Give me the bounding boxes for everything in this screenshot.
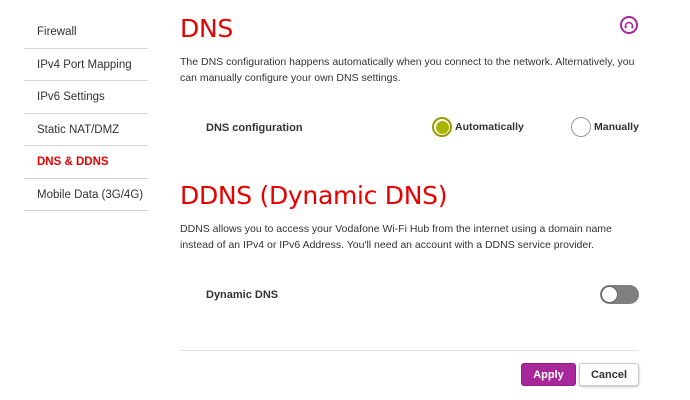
- radio-manually-circle[interactable]: [571, 117, 591, 137]
- sidebar-item-ipv6-settings[interactable]: IPv6 Settings: [24, 81, 148, 114]
- dns-title: DNS: [180, 14, 233, 43]
- sidebar-item-static-nat-dmz[interactable]: Static NAT/DMZ: [24, 114, 148, 146]
- headset-glyph: [624, 21, 634, 29]
- toggle-knob[interactable]: [601, 286, 618, 303]
- radio-selected-dot: [435, 120, 449, 134]
- sidebar-item-ipv4-port-mapping[interactable]: IPv4 Port Mapping: [24, 49, 148, 81]
- dns-configuration-label: DNS configuration: [206, 122, 303, 134]
- main-content: DNS The DNS configuration happens automa…: [180, 0, 650, 400]
- radio-automatically-circle[interactable]: [432, 117, 452, 137]
- sidebar-item-dns-ddns[interactable]: DNS & DDNS: [24, 146, 148, 179]
- help-icon[interactable]: [620, 16, 638, 34]
- dns-description: The DNS configuration happens automatica…: [180, 56, 635, 84]
- radio-manually-label: Manually: [594, 121, 639, 133]
- ddns-description: DDNS allows you to access your Vodafone …: [180, 223, 612, 251]
- dynamic-dns-label: Dynamic DNS: [206, 289, 279, 301]
- radio-manually[interactable]: Manually: [571, 117, 639, 137]
- sidebar-item-mobile-data[interactable]: Mobile Data (3G/4G): [24, 179, 148, 211]
- ddns-title: DDNS (Dynamic DNS): [180, 181, 448, 210]
- sidebar-item-firewall[interactable]: Firewall: [24, 16, 148, 49]
- dynamic-dns-toggle[interactable]: [600, 285, 639, 304]
- apply-button[interactable]: Apply: [521, 363, 576, 386]
- cancel-button[interactable]: Cancel: [579, 363, 639, 386]
- radio-automatically[interactable]: Automatically: [432, 117, 524, 137]
- sidebar: Firewall IPv4 Port Mapping IPv6 Settings…: [24, 16, 148, 211]
- divider: [180, 350, 638, 351]
- radio-automatically-label: Automatically: [455, 121, 524, 133]
